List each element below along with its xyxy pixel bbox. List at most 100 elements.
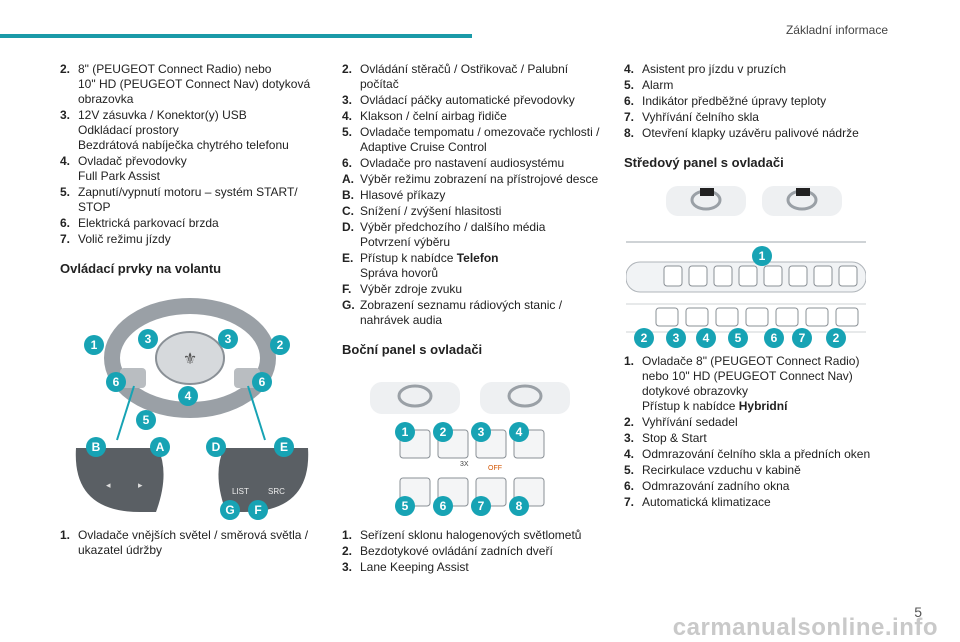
svg-text:1: 1 bbox=[759, 249, 766, 263]
item-number: 6. bbox=[342, 156, 353, 170]
list-item: 7.Vyhřívání čelního skla bbox=[624, 110, 894, 125]
item-number: B. bbox=[342, 188, 354, 202]
list-item: 6. Odmrazování zadního okna bbox=[624, 479, 894, 494]
svg-text:3: 3 bbox=[145, 332, 152, 346]
list-item: C. Snížení / zvýšení hlasitosti bbox=[342, 204, 612, 219]
item-text: Seřízení sklonu halogenových světlometů bbox=[360, 528, 582, 542]
item-number: 2. bbox=[60, 62, 71, 76]
item-number: 1. bbox=[60, 528, 71, 542]
item-text: Přístup k nabídce Hybridní bbox=[642, 399, 788, 413]
list-item: 5.Zapnutí/vypnutí motoru – systém START/… bbox=[60, 185, 320, 215]
callout-badge: 5 bbox=[395, 496, 415, 516]
callout-badge: A bbox=[150, 437, 170, 457]
callout-badge: 2 bbox=[270, 335, 290, 355]
item-text: Potvrzení výběru bbox=[360, 235, 451, 249]
list-item: 4.Asistent pro jízdu v pruzích bbox=[624, 62, 894, 77]
item-text: Ovladače tempomatu / omezovače rychlosti… bbox=[360, 125, 600, 139]
callout-badge: 1 bbox=[395, 422, 415, 442]
item-text: Elektrická parkovací brzda bbox=[78, 216, 219, 230]
center-climate-button bbox=[745, 307, 769, 327]
item-number: 6. bbox=[624, 479, 635, 493]
center-touch-button bbox=[713, 265, 733, 287]
item-number: 5. bbox=[60, 185, 71, 199]
side-panel-thumbnail-wheels bbox=[370, 382, 570, 414]
item-number: 5. bbox=[624, 78, 635, 92]
callout-badge: 8 bbox=[509, 496, 529, 516]
svg-text:2: 2 bbox=[440, 425, 447, 439]
svg-text:2: 2 bbox=[641, 331, 648, 345]
center-touch-button bbox=[788, 265, 808, 287]
header-accent-bar bbox=[0, 34, 472, 38]
center-touch-button bbox=[738, 265, 758, 287]
svg-text:7: 7 bbox=[478, 499, 485, 513]
callout-badge: G bbox=[220, 500, 240, 520]
item-text: Volič režimu jízdy bbox=[78, 232, 171, 246]
list-item: 3.Lane Keeping Assist bbox=[342, 560, 612, 575]
item-text: Stop & Start bbox=[642, 431, 707, 445]
list-item: 2.Ovládání stěračů / Ostřikovač / Palubn… bbox=[342, 62, 612, 92]
callout-badge: B bbox=[86, 437, 106, 457]
svg-text:5: 5 bbox=[402, 499, 409, 513]
item-text: Odmrazování zadního okna bbox=[642, 479, 790, 493]
item-text: nebo 10" HD (PEUGEOT Connect Nav) bbox=[642, 369, 853, 383]
item-number: 4. bbox=[624, 447, 635, 461]
svg-text:5: 5 bbox=[735, 331, 742, 345]
item-number: 8. bbox=[624, 126, 635, 140]
item-text: Vyhřívání sedadel bbox=[642, 415, 738, 429]
list-steering-legend: 2.Ovládání stěračů / Ostřikovač / Palubn… bbox=[342, 62, 612, 328]
item-text: Ovladače pro nastavení audiosystému bbox=[360, 156, 565, 170]
svg-text:E: E bbox=[280, 440, 288, 454]
callout-badge: 3 bbox=[218, 329, 238, 349]
item-number: 1. bbox=[624, 354, 635, 368]
list-item: 6. Ovladače pro nastavení audiosystému bbox=[342, 156, 612, 171]
list-item: A.Výběr režimu zobrazení na přístrojové … bbox=[342, 172, 612, 187]
callout-badge: D bbox=[206, 437, 226, 457]
svg-text:6: 6 bbox=[440, 499, 447, 513]
svg-text:F: F bbox=[254, 503, 261, 517]
svg-text:G: G bbox=[225, 503, 234, 517]
list-side-panel-caption: 1.Seřízení sklonu halogenových světlomet… bbox=[342, 528, 612, 576]
item-emphasis: Hybridní bbox=[738, 399, 788, 413]
callout-badge: 1 bbox=[752, 246, 772, 266]
item-number: 7. bbox=[624, 110, 635, 124]
item-text: Bezdotykové ovládání zadních dveří bbox=[360, 544, 553, 558]
item-text: Odkládací prostory bbox=[78, 123, 179, 137]
svg-text:1: 1 bbox=[402, 425, 409, 439]
item-number: 4. bbox=[342, 109, 353, 123]
list-item: B.Hlasové příkazy bbox=[342, 188, 612, 203]
item-text: Snížení / zvýšení hlasitosti bbox=[360, 204, 502, 218]
panel-button-off-label: OFF bbox=[488, 465, 502, 472]
list-item: 2.Bezdotykové ovládání zadních dveří bbox=[342, 544, 612, 559]
callout-badge: E bbox=[274, 437, 294, 457]
item-number: G. bbox=[342, 298, 355, 312]
list-steering-caption: 1.Ovladače vnějších světel / směrová svě… bbox=[60, 528, 320, 559]
list-item: 5.Alarm bbox=[624, 78, 894, 93]
svg-text:▸: ▸ bbox=[138, 480, 143, 490]
item-text: Otevření klapky uzávěru palivové nádrže bbox=[642, 126, 859, 140]
callout-badge: F bbox=[248, 500, 268, 520]
item-text: STOP bbox=[78, 200, 111, 214]
list-item: 8. Otevření klapky uzávěru palivové nádrž… bbox=[624, 126, 894, 141]
callout-badge: 7 bbox=[471, 496, 491, 516]
list-item: 3. Stop & Start bbox=[624, 431, 894, 446]
center-climate-button bbox=[685, 307, 709, 327]
item-number: C. bbox=[342, 204, 354, 218]
list-item: F.Výběr zdroje zvuku bbox=[342, 282, 612, 297]
item-number: 3. bbox=[624, 431, 635, 445]
item-text: Ovladač převodovky bbox=[78, 154, 187, 168]
svg-text:5: 5 bbox=[143, 413, 150, 427]
item-emphasis: Telefon bbox=[456, 251, 499, 265]
item-number: F. bbox=[342, 282, 352, 296]
callout-badge: 3 bbox=[138, 329, 158, 349]
svg-text:6: 6 bbox=[771, 331, 778, 345]
item-text: Recirkulace vzduchu v kabině bbox=[642, 463, 801, 477]
center-climate-button bbox=[715, 307, 739, 327]
item-text: Ovladače 8" (PEUGEOT Connect Radio) bbox=[642, 354, 860, 368]
callout-badge: 4 bbox=[178, 386, 198, 406]
svg-text:3: 3 bbox=[673, 331, 680, 345]
item-number: D. bbox=[342, 220, 354, 234]
